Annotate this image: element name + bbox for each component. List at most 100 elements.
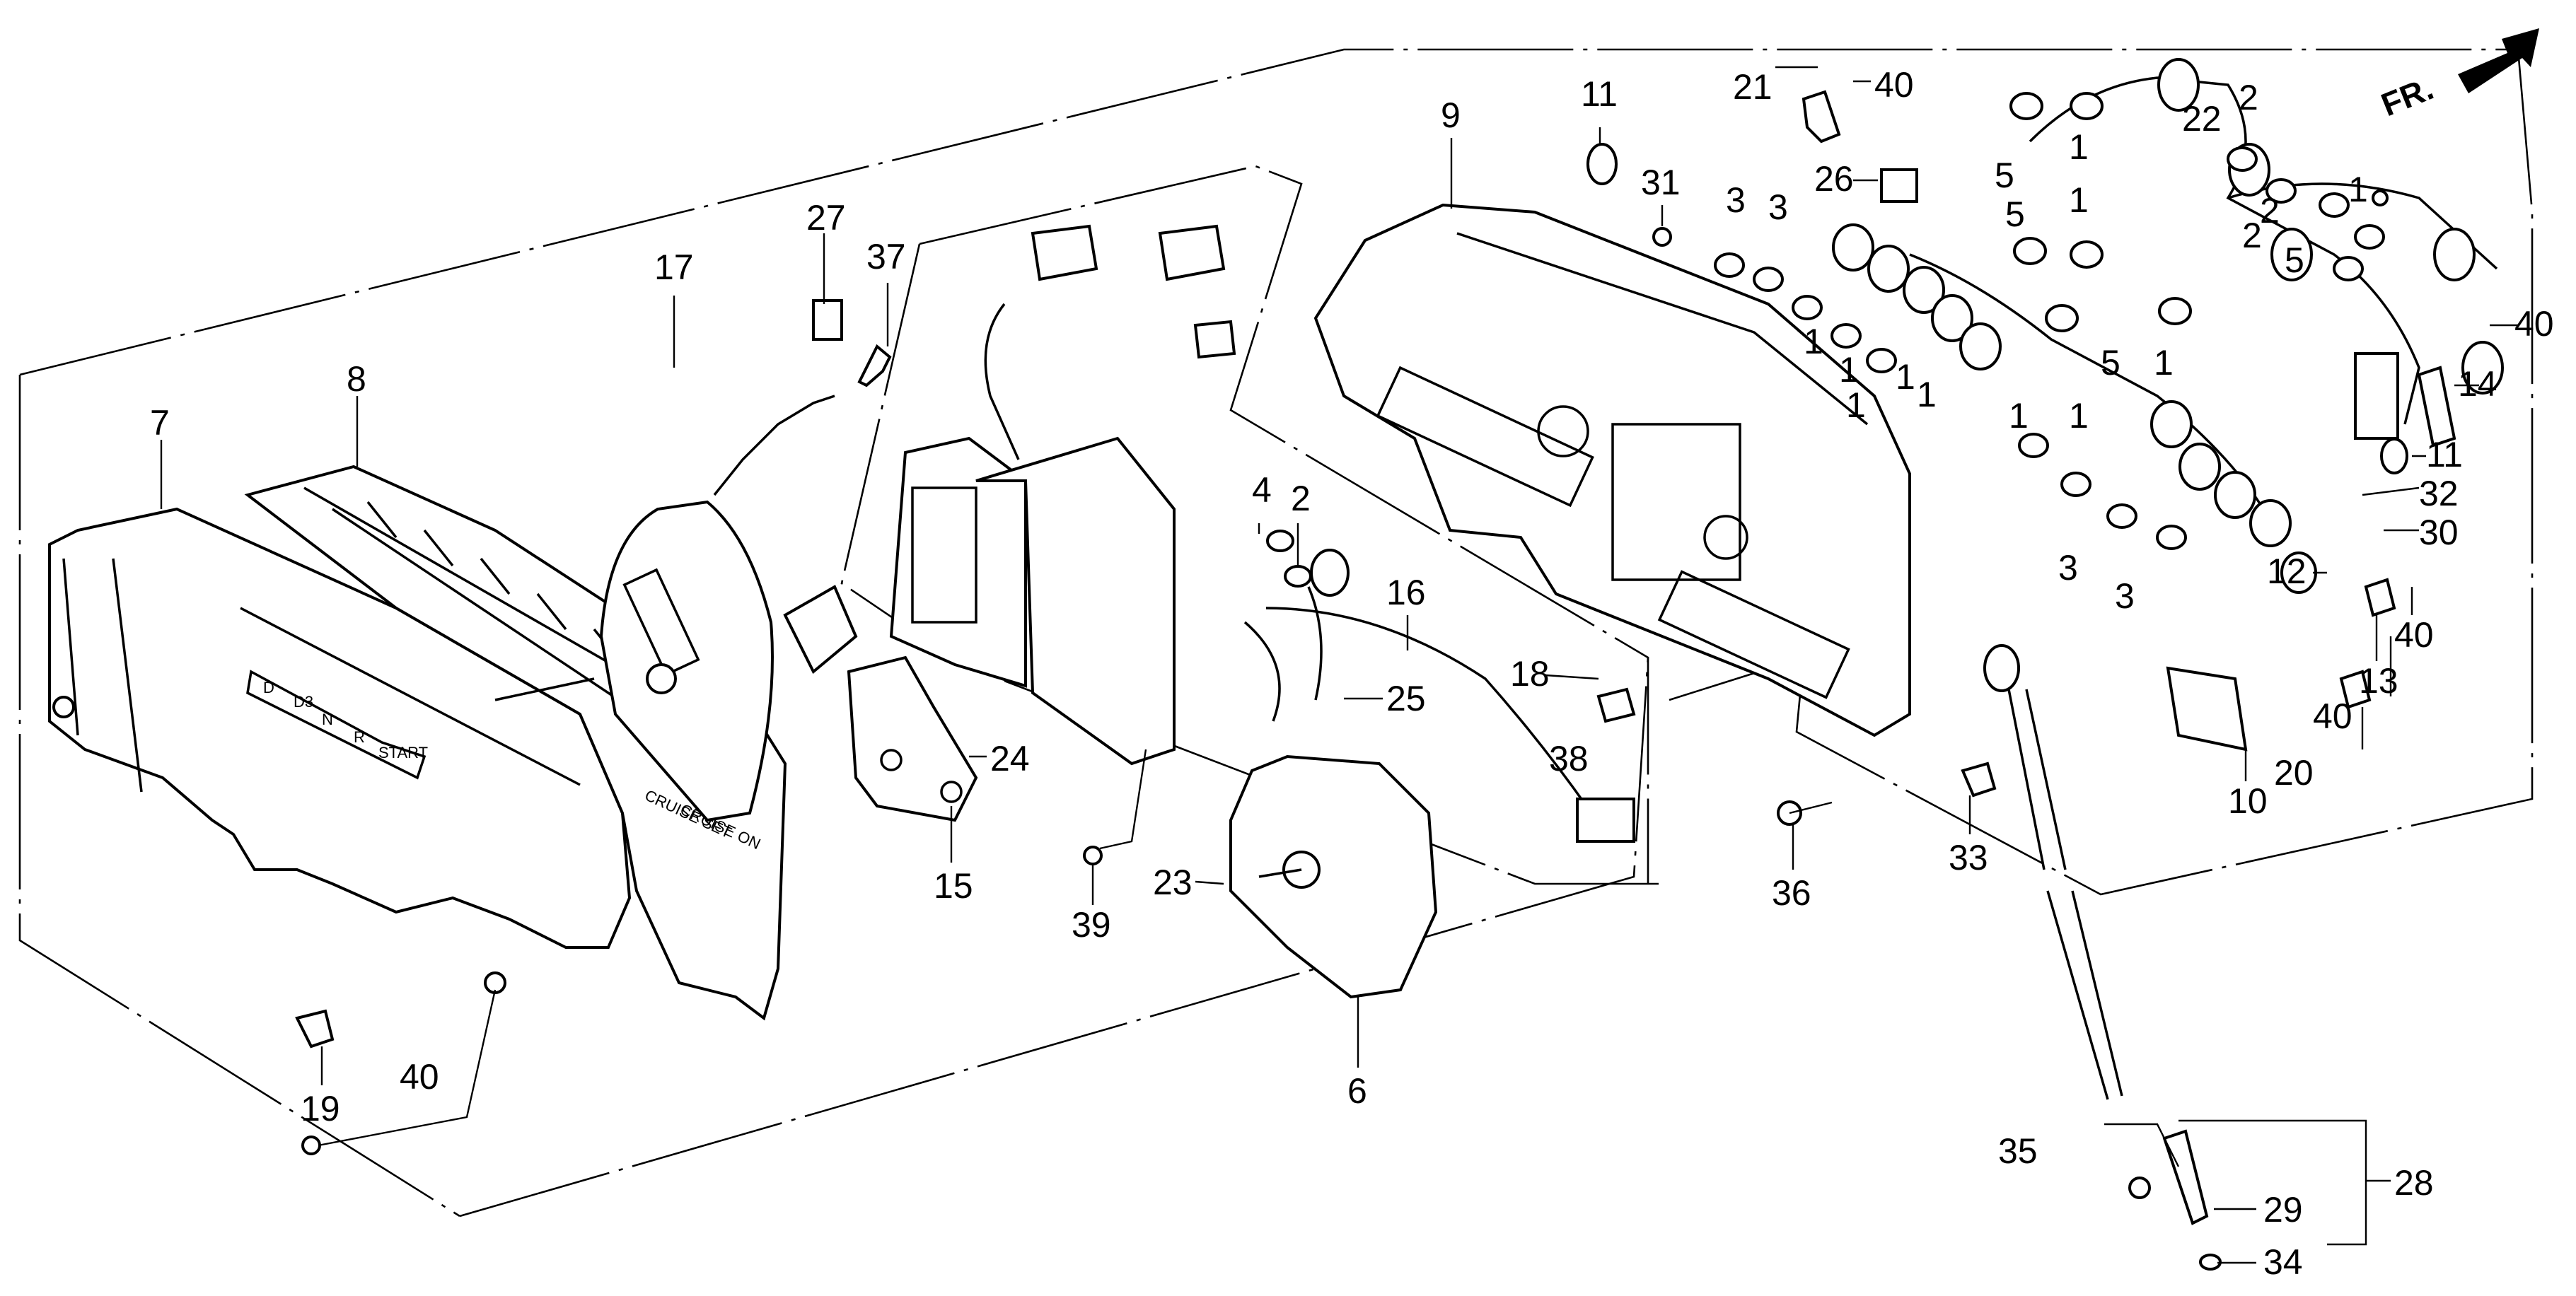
callout-25: 25 [1386, 679, 1426, 718]
callout-11-right: 11 [2426, 435, 2463, 474]
callout-1-a: 1 [2069, 127, 2089, 167]
callout-2-b: 2 [2260, 191, 2280, 230]
callout-28: 28 [2394, 1163, 2434, 1203]
part-18-socket [1596, 687, 1636, 723]
part-39-screw [1083, 846, 1103, 865]
callout-2-d: 2 [1291, 479, 1311, 518]
part-26-connector [1880, 168, 1918, 203]
callout-1-e: 1 [1896, 357, 1915, 397]
callout-3-c: 3 [2058, 548, 2078, 588]
callout-1-g: 1 [1917, 375, 1937, 414]
part-17-tachometer [494, 395, 858, 822]
fr-label: FR. [2376, 69, 2438, 123]
callout-labels: 7 8 17 27 37 9 11 21 40 26 31 3 3 5 1 5 … [150, 65, 2554, 1282]
callout-9: 9 [1441, 95, 1461, 135]
part-24-indicator-unit [847, 655, 978, 822]
callout-19: 19 [301, 1089, 340, 1128]
part-15-display-unit [889, 224, 1236, 766]
part-22-bulb-cap [2372, 189, 2389, 206]
callout-1-k: 1 [2069, 396, 2089, 436]
callout-8: 8 [347, 359, 366, 399]
callout-16: 16 [1386, 573, 1426, 612]
face-gear-start: START [378, 744, 428, 761]
callout-1-i: 1 [2348, 170, 2368, 209]
leader-lines [160, 66, 2518, 1264]
part-28-speedometer-cable [1983, 644, 2222, 1271]
callout-12: 12 [2267, 551, 2307, 591]
callout-5-a: 5 [1995, 156, 2014, 195]
small-parts [295, 90, 2456, 1155]
callout-4: 4 [1252, 470, 1272, 510]
part-11-cap-top [1586, 143, 1618, 185]
part-27-connector [812, 299, 843, 341]
face-gear-r: R [354, 728, 365, 746]
callout-3-d: 3 [2115, 576, 2135, 616]
part-33-clip [1961, 761, 1997, 798]
part-20-bracket [2339, 670, 2372, 709]
callout-3-b: 3 [1768, 187, 1788, 227]
part-31-grommet [1652, 227, 1672, 247]
bulbs [1266, 92, 2385, 588]
callout-21: 21 [1733, 67, 1773, 107]
callout-1-h: 1 [2154, 343, 2174, 383]
callout-39: 39 [1072, 905, 1111, 945]
callout-40-mid: 40 [2394, 615, 2434, 655]
callout-1-j: 1 [2009, 396, 2029, 436]
callout-30: 30 [2419, 513, 2459, 552]
part-16-harness [1243, 549, 1635, 843]
callout-1-b: 1 [2069, 180, 2089, 220]
callout-38: 38 [1549, 739, 1589, 778]
face-gear-d3: D3 [294, 693, 313, 711]
front-direction-arrow-icon [2458, 28, 2539, 93]
callout-2-a: 2 [2239, 78, 2258, 117]
callout-11-top: 11 [1581, 74, 1618, 114]
callout-10: 10 [2228, 781, 2268, 821]
callout-36: 36 [1772, 873, 1811, 913]
callout-22: 22 [2182, 99, 2222, 139]
callout-24: 24 [990, 739, 1030, 778]
front-direction-indicator: FR. [2376, 28, 2539, 123]
callout-15: 15 [934, 866, 973, 906]
face-gear-d: D [263, 679, 274, 696]
callout-7: 7 [150, 403, 170, 443]
part-10-cover [2166, 666, 2248, 752]
callout-1-d: 1 [1839, 350, 1859, 390]
callout-33: 33 [1949, 838, 1988, 877]
callout-32: 32 [2419, 474, 2459, 513]
callout-40-bottom: 40 [400, 1057, 439, 1097]
callout-31: 31 [1641, 163, 1681, 202]
part-19-knob [295, 1009, 335, 1049]
part-37-screw [857, 344, 892, 387]
callout-14: 14 [2458, 364, 2497, 404]
part-23-gauge [1229, 754, 1438, 999]
part-21-clamp [1802, 90, 1841, 144]
callout-13: 13 [2359, 661, 2398, 701]
callout-40-low: 40 [2313, 696, 2352, 736]
callout-5-c: 5 [2101, 343, 2120, 383]
callout-23: 23 [1153, 863, 1193, 902]
part-40-screw-bottom [301, 1136, 321, 1155]
callout-27: 27 [806, 198, 846, 238]
callout-34: 34 [2263, 1242, 2303, 1282]
callout-3-a: 3 [1726, 180, 1746, 220]
callout-5-b: 5 [2005, 194, 2025, 234]
callout-5-d: 5 [2285, 240, 2304, 280]
face-gear-n: N [322, 711, 333, 728]
callout-26: 26 [1814, 159, 1854, 199]
callout-1-f: 1 [1846, 385, 1866, 425]
callout-6: 6 [1347, 1071, 1367, 1111]
callout-29: 29 [2263, 1190, 2303, 1230]
callout-20: 20 [2274, 753, 2314, 793]
callout-18: 18 [1510, 654, 1550, 694]
part-14-bracket [2417, 366, 2456, 448]
callout-40-top: 40 [1874, 65, 1914, 105]
part-11-cap-right [2380, 438, 2408, 474]
callout-2-c: 2 [2242, 216, 2262, 255]
part-9-meter-case [1313, 203, 1911, 737]
callout-1-c: 1 [1804, 322, 1823, 361]
callout-40-right: 40 [2514, 304, 2554, 344]
callout-17: 17 [654, 247, 694, 287]
callout-35: 35 [1998, 1131, 2038, 1171]
callout-37: 37 [866, 237, 906, 276]
